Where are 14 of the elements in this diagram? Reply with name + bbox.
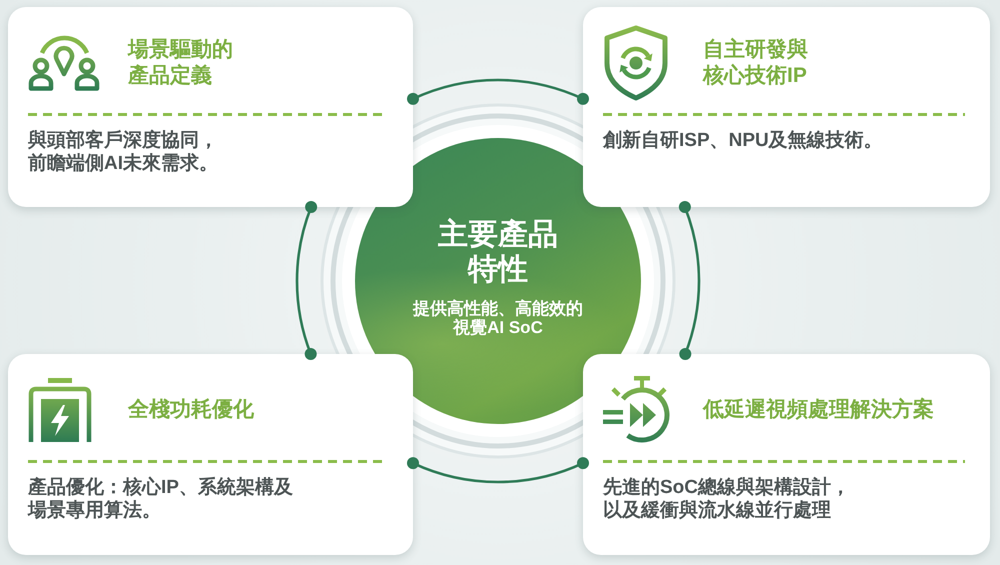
card-heading: 全棧功耗優化 — [128, 397, 254, 423]
card-heading: 低延遲視頻處理解決方案 — [703, 397, 934, 423]
feature-card — [583, 354, 990, 555]
card-heading: 場景驅動的產品定義 — [128, 37, 234, 89]
card-description: 創新自研ISP、NPU及無線技術。 — [603, 128, 884, 152]
feature-card — [8, 354, 413, 555]
card-description: 產品優化：核心IP、系統架構及場景專用算法。 — [28, 476, 294, 522]
feature-card — [583, 7, 990, 207]
card-description: 先進的SoC總線與架構設計，以及緩衝與流水線並行處理 — [603, 476, 851, 522]
center-title: 主要產品特性 — [437, 217, 559, 287]
card-heading: 自主研發與核心技術IP — [703, 37, 809, 89]
feature-card — [8, 7, 413, 207]
center-subtitle: 提供高性能、高能效的視覺AI SoC — [412, 299, 584, 337]
card-description: 與頭部客戶深度協同，前瞻端側AI未來需求。 — [28, 128, 219, 174]
